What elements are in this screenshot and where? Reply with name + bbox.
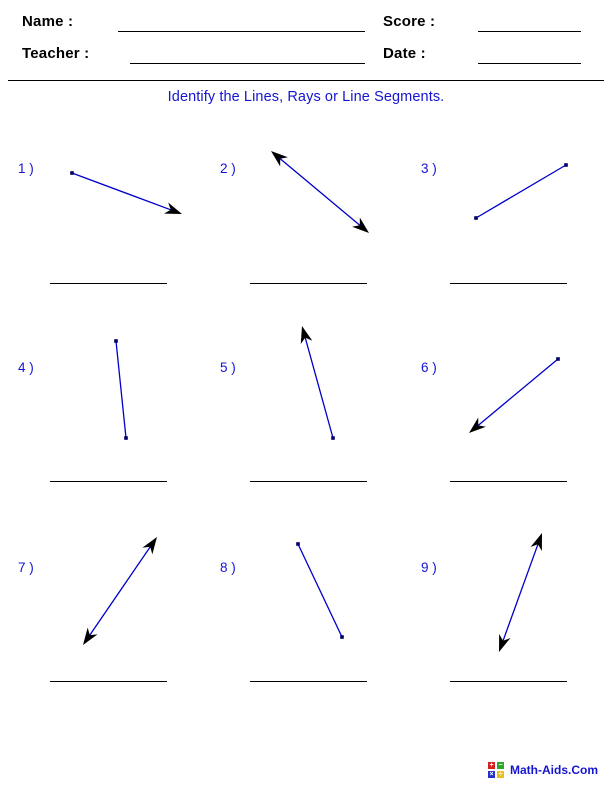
- figure-6-ray: [469, 357, 560, 433]
- figure-8-endpoint-start: [296, 542, 300, 546]
- answer-rule-3[interactable]: [450, 283, 567, 284]
- figure-3-endpoint-start: [474, 216, 478, 220]
- problem-number-1: 1 ): [18, 161, 34, 176]
- figure-3-segment: [474, 163, 568, 220]
- problem-number-2: 2 ): [220, 161, 236, 176]
- figure-9-shaft: [502, 544, 539, 641]
- problem-number-6: 6 ): [421, 360, 437, 375]
- score-label: Score :: [383, 13, 436, 30]
- logo-divide-icon: ÷: [496, 770, 505, 779]
- figure-8-shaft: [297, 543, 343, 638]
- figure-6-arrowhead-end: [469, 417, 486, 433]
- score-input-rule[interactable]: [478, 31, 581, 32]
- header-divider: [8, 80, 604, 81]
- figure-9-arrowhead-start: [499, 633, 511, 652]
- problem-number-5: 5 ): [220, 360, 236, 375]
- date-input-rule[interactable]: [478, 63, 581, 64]
- figure-1-shaft: [71, 172, 171, 211]
- figure-1-ray: [70, 171, 182, 214]
- figure-8-endpoint-end: [340, 635, 344, 639]
- teacher-label: Teacher :: [22, 45, 90, 62]
- answer-rule-8[interactable]: [250, 681, 367, 682]
- problem-number-4: 4 ): [18, 360, 34, 375]
- answer-rule-6[interactable]: [450, 481, 567, 482]
- figure-7-arrowhead-end: [142, 537, 157, 555]
- footer-brand[interactable]: + − × ÷ Math-Aids.Com: [487, 761, 598, 779]
- date-label: Date :: [383, 45, 426, 62]
- figure-4-endpoint-end: [124, 436, 128, 440]
- figure-3-endpoint-end: [564, 163, 568, 167]
- figure-2-line: [271, 151, 369, 233]
- figure-6-endpoint-start: [556, 357, 560, 361]
- figure-2-arrowhead-end: [352, 217, 369, 233]
- figure-9-arrowhead-end: [530, 533, 542, 552]
- figure-6-shaft: [477, 358, 559, 426]
- problem-number-7: 7 ): [18, 560, 34, 575]
- math-aids-logo-icon: + − × ÷: [487, 761, 505, 779]
- logo-minus-icon: −: [496, 761, 505, 770]
- figure-5-ray: [300, 326, 335, 440]
- logo-plus-icon: +: [487, 761, 496, 770]
- figure-1-endpoint-start: [70, 171, 74, 175]
- figure-7-arrowhead-start: [83, 627, 98, 645]
- figure-8-segment: [296, 542, 344, 639]
- figure-2-arrowhead-start: [271, 151, 288, 167]
- answer-rule-2[interactable]: [250, 283, 367, 284]
- logo-times-icon: ×: [487, 770, 496, 779]
- teacher-input-rule[interactable]: [130, 63, 365, 64]
- figure-2-shaft: [279, 158, 361, 226]
- page-title: Identify the Lines, Rays or Line Segment…: [167, 89, 445, 105]
- problem-number-9: 9 ): [421, 560, 437, 575]
- answer-rule-5[interactable]: [250, 481, 367, 482]
- figure-4-endpoint-start: [114, 339, 118, 343]
- figure-5-endpoint-start: [331, 436, 335, 440]
- answer-rule-7[interactable]: [50, 681, 167, 682]
- answer-rule-4[interactable]: [50, 481, 167, 482]
- problem-number-3: 3 ): [421, 161, 437, 176]
- name-label: Name :: [22, 13, 74, 30]
- figure-4-segment: [114, 339, 128, 440]
- problem-number-8: 8 ): [220, 560, 236, 575]
- figure-3-shaft: [475, 164, 567, 219]
- figure-7-shaft: [89, 546, 151, 636]
- answer-rule-9[interactable]: [450, 681, 567, 682]
- footer-brand-label: Math-Aids.Com: [510, 763, 598, 777]
- figure-4-shaft: [115, 340, 127, 439]
- answer-rule-1[interactable]: [50, 283, 167, 284]
- figure-1-arrowhead-end: [163, 202, 182, 214]
- figure-5-arrowhead-end: [300, 326, 313, 344]
- figure-7-line: [83, 537, 157, 645]
- figure-9-line: [499, 533, 542, 652]
- figure-5-shaft: [304, 337, 334, 439]
- name-input-rule[interactable]: [118, 31, 365, 32]
